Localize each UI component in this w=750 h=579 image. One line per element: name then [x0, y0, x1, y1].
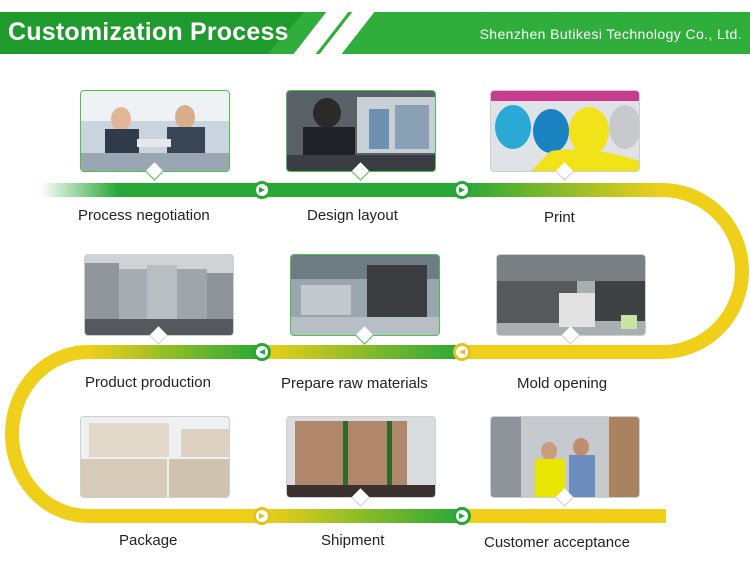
flow-node-arrow-right-icon: [453, 507, 471, 525]
business-handshake-photo: [81, 91, 229, 171]
flow-curve-left: [5, 345, 89, 523]
step-label-design-layout: Design layout: [307, 207, 398, 224]
step-label-package: Package: [119, 532, 178, 549]
page-title: Customization Process: [8, 18, 289, 46]
step-label-mold-opening: Mold opening: [517, 375, 608, 392]
play-right-icon: [459, 513, 465, 519]
step-label-process-negotiation: Process negotiation: [78, 207, 210, 224]
flow-segment-row3-left: [88, 509, 262, 523]
flow-segment-row3-mid: [262, 509, 462, 523]
flow-segment-row2-right: [462, 345, 662, 359]
flow-segment-row1-mid: [262, 183, 462, 197]
step-label-print: Print: [544, 209, 575, 226]
die-cutting-machine-photo: [497, 255, 645, 335]
company-name: Shenzhen Butikesi Technology Co., Ltd.: [479, 26, 742, 42]
step-photo-shipment: [286, 416, 436, 498]
step-label-product-production: Product production: [85, 374, 211, 391]
flow-node-arrow-right-icon: [453, 181, 471, 199]
play-left-icon: [459, 349, 465, 355]
palletized-crates-photo: [287, 417, 435, 497]
play-left-icon: [259, 349, 265, 355]
flow-segment-row2-left: [88, 345, 262, 359]
cardboard-stacks-photo: [291, 255, 439, 335]
flow-node-arrow-left-icon: [253, 343, 271, 361]
step-photo-package: [80, 416, 230, 498]
flow-node-arrow-right-icon: [253, 507, 271, 525]
flow-node-arrow-left-icon: [453, 343, 471, 361]
step-photo-customer-acceptance: [490, 416, 640, 498]
designer-at-computer-photo: [287, 91, 435, 171]
header-banner: Customization Process Shenzhen Butikesi …: [0, 12, 750, 54]
step-photo-process-negotiation: [80, 90, 230, 172]
step-photo-prepare-raw-materials: [290, 254, 440, 336]
flow-segment-row3-end: [462, 509, 666, 523]
step-label-shipment: Shipment: [321, 532, 385, 549]
carton-boxes-photo: [81, 417, 229, 497]
flow-node-arrow-right-icon: [253, 181, 271, 199]
step-label-prepare-raw-materials: Prepare raw materials: [281, 375, 428, 392]
step-photo-mold-opening: [496, 254, 646, 336]
ink-rollers-photo: [491, 91, 639, 171]
flow-segment-row1-end: [462, 183, 662, 197]
printing-press-photo: [85, 255, 233, 335]
flow-segment-row1-start: [40, 183, 262, 197]
play-right-icon: [459, 187, 465, 193]
step-photo-print: [490, 90, 640, 172]
step-photo-product-production: [84, 254, 234, 336]
flow-curve-right: [661, 183, 749, 359]
flow-segment-row2-mid: [262, 345, 462, 359]
step-label-customer-acceptance: Customer acceptance: [484, 534, 630, 551]
warehouse-inspection-photo: [491, 417, 639, 497]
play-right-icon: [259, 513, 265, 519]
step-photo-design-layout: [286, 90, 436, 172]
play-right-icon: [259, 187, 265, 193]
header-title-panel: [0, 12, 304, 54]
